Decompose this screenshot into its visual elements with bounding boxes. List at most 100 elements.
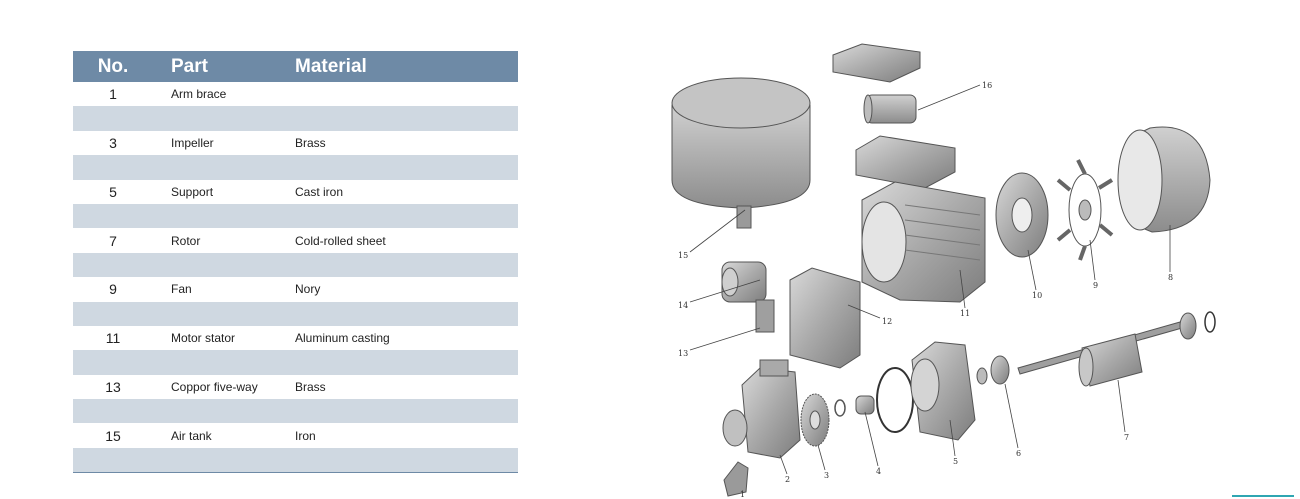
table-row: 15 Air tank Iron: [73, 423, 518, 447]
cell-no: 3: [109, 134, 117, 151]
callout-6: 6: [1016, 449, 1021, 458]
table-row: [73, 203, 518, 229]
cell-part: Fan: [171, 282, 192, 297]
cell-material: Brass: [295, 379, 326, 394]
header-part: Part: [153, 51, 295, 82]
cell-material: [295, 447, 518, 474]
callout-15: 15: [678, 251, 688, 260]
header-material: Material: [295, 51, 518, 82]
part-air-tank: [671, 77, 811, 229]
cell-no: 13: [105, 378, 121, 395]
callout-2: 2: [785, 475, 790, 484]
part-capacitor: [863, 94, 917, 124]
cell-part: [153, 252, 295, 278]
callout-12: 12: [882, 317, 892, 326]
table-header-row: No. Part Material: [73, 51, 518, 82]
callout-11: 11: [960, 309, 970, 318]
cell-material: Nory: [295, 282, 321, 297]
table-row: 9 Fan Nory: [73, 277, 518, 301]
callout-4: 4: [876, 467, 881, 476]
part-pump-body: [722, 359, 801, 459]
callout-3: 3: [824, 471, 829, 480]
part-support: [910, 341, 976, 441]
cell-material: Iron: [295, 428, 316, 443]
table-row: [73, 447, 518, 474]
cell-no: 11: [105, 330, 121, 347]
cell-part: [153, 155, 295, 180]
table-row: [73, 155, 518, 180]
cell-no: 5: [109, 183, 117, 200]
cell-material: Aluminum casting: [295, 331, 390, 346]
accent-line: [1232, 495, 1294, 497]
cell-no: [73, 399, 153, 424]
cell-material: [295, 399, 518, 424]
part-end-shield: [995, 172, 1049, 258]
table-row: [73, 301, 518, 326]
table-row: [73, 399, 518, 424]
cell-part: Rotor: [171, 233, 201, 248]
cell-part: Coppor five-way: [171, 379, 258, 394]
callout-13: 13: [678, 349, 688, 358]
exploded-pump-diagram: 1 2 3 4 5 6 7 8 9 10 11 12 13 14 15 16: [671, 43, 1216, 499]
cell-part: Air tank: [171, 428, 212, 443]
callout-8: 8: [1168, 273, 1173, 282]
part-arm-brace: [723, 461, 749, 497]
cell-no: 15: [105, 427, 121, 444]
cell-material: [295, 203, 518, 229]
cell-part: Arm brace: [171, 87, 227, 102]
cell-no: [73, 203, 153, 229]
cell-material: Brass: [295, 135, 326, 150]
cell-material: [295, 252, 518, 278]
cell-no: [73, 301, 153, 326]
callout-14: 14: [678, 301, 688, 310]
cell-part: [153, 447, 295, 474]
cell-material: [295, 301, 518, 326]
cell-part: Support: [171, 184, 214, 199]
callout-16: 16: [982, 81, 992, 90]
cell-no: [73, 252, 153, 278]
callout-9: 9: [1093, 281, 1098, 290]
cell-no: 1: [109, 86, 117, 103]
table-row: 1 Arm brace: [73, 82, 518, 106]
part-pressure-switch: [789, 267, 861, 369]
callout-1: 1: [740, 490, 745, 499]
cell-part: [153, 203, 295, 229]
cell-no: [73, 106, 153, 131]
cell-material: [295, 82, 518, 106]
cell-no: [73, 447, 153, 474]
part-terminal-box: [855, 135, 956, 189]
cell-part: [153, 399, 295, 424]
table-row: 11 Motor stator Aluminum casting: [73, 326, 518, 350]
table-row: [73, 252, 518, 278]
cell-material: Cast iron: [295, 184, 344, 199]
part-copper-five-way: [721, 261, 775, 333]
part-impeller: [800, 393, 830, 447]
table-row: 7 Rotor Cold-rolled sheet: [73, 228, 518, 252]
cell-part: [153, 301, 295, 326]
part-rotor: [1017, 311, 1216, 387]
callout-7: 7: [1124, 433, 1129, 442]
table-row: [73, 350, 518, 375]
cell-no: 9: [109, 281, 117, 298]
table-row: 5 Support Cast iron: [73, 180, 518, 204]
cell-material: [295, 155, 518, 180]
table-row: 3 Impeller Brass: [73, 131, 518, 155]
table-row: 13 Coppor five-way Brass: [73, 375, 518, 399]
part-bearing: [976, 355, 1010, 385]
cell-material: [295, 350, 518, 375]
part-fan: [1056, 159, 1114, 261]
callout-5: 5: [953, 457, 958, 466]
part-motor-stator: [861, 181, 986, 303]
cell-part: [153, 350, 295, 375]
cell-part: Motor stator: [171, 331, 236, 346]
cell-material: Cold-rolled sheet: [295, 233, 386, 248]
header-no: No.: [73, 51, 153, 82]
part-top-cover: [832, 43, 921, 83]
cell-material: [295, 106, 518, 131]
table-row: [73, 106, 518, 131]
cell-no: [73, 350, 153, 375]
cell-part: Impeller: [171, 135, 214, 150]
cell-no: [73, 155, 153, 180]
callout-10: 10: [1032, 291, 1042, 300]
part-mechanical-seal: [834, 395, 875, 417]
